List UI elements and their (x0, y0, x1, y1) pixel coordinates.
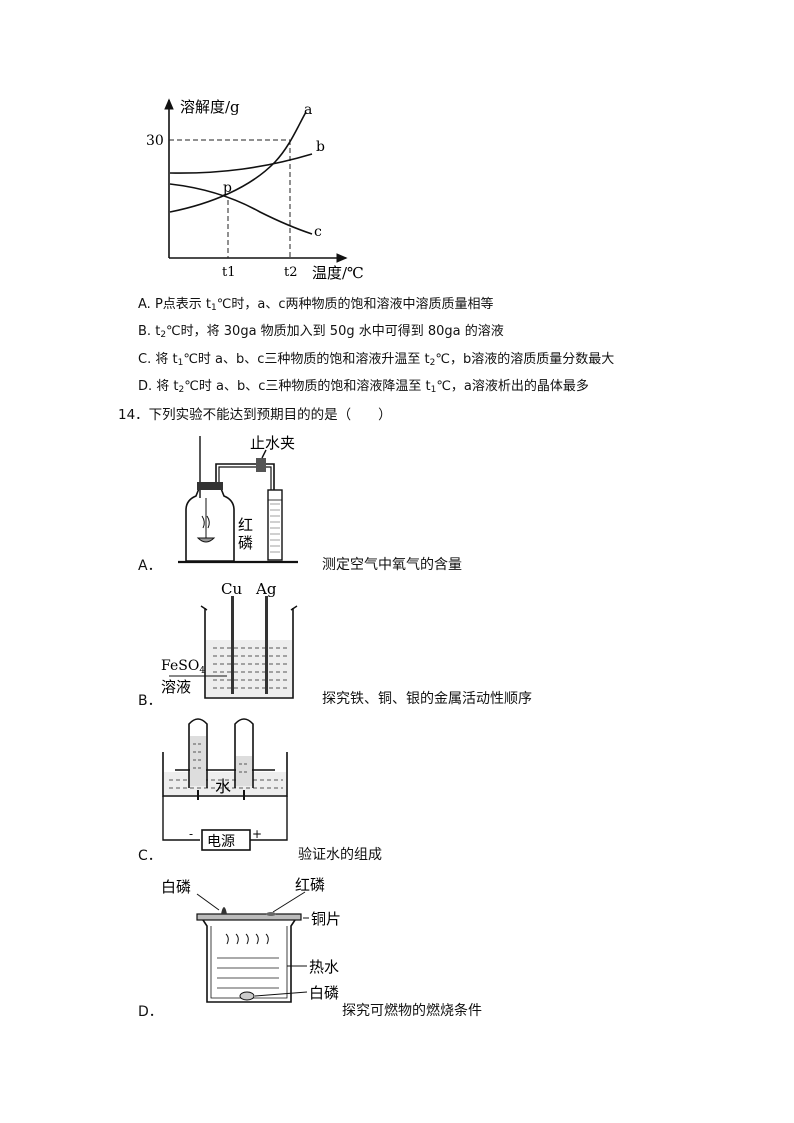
minus-label: - (189, 827, 193, 841)
white-phosphorus-top-label: 白磷 (161, 878, 191, 896)
option-14-c-caption: 验证水的组成 (298, 847, 382, 863)
x-tick-t1: t1 (222, 265, 236, 280)
y-tick-30: 30 (146, 133, 164, 149)
apparatus-a-oxygen: 止水夹 红 磷 (178, 434, 298, 564)
hot-water-label: 热水 (309, 958, 339, 976)
red-phosphorus-label-2: 磷 (238, 534, 253, 552)
series-c-label: c (314, 224, 322, 240)
clip-label: 止水夹 (250, 434, 295, 452)
ag-label: Ag (255, 580, 277, 598)
option-a: A. P点表示 t1℃时，a、c两种物质的饱和溶液中溶质质量相等 (138, 297, 494, 313)
apparatus-c-electrolysis: 水 电源 - + (162, 718, 288, 851)
apparatus-b-metal-activity: Cu Ag FeSO4 溶液 (161, 580, 298, 699)
red-phosphorus-label: 红磷 (295, 876, 325, 894)
option-14-b-letter: B． (138, 693, 162, 709)
option-14-d-letter: D． (138, 1004, 163, 1020)
option-14-c-letter: C． (138, 848, 162, 864)
series-c-curve (169, 183, 313, 235)
question-14-stem: 14．下列实验不能达到预期目的的是（ ） (118, 407, 392, 423)
x-tick-t2: t2 (284, 265, 298, 280)
x-axis-label: 温度/℃ (312, 264, 364, 282)
white-phosphorus-bottom-label: 白磷 (309, 984, 339, 1002)
series-b-curve (169, 153, 313, 174)
apparatus-d-combustion: 白磷 红磷 铜片 热水 白磷 (161, 876, 341, 1003)
copper-sheet-label: 铜片 (311, 910, 341, 928)
option-d: D. 将 t2℃时 a、b、c三种物质的饱和溶液降温至 t1℃，a溶液析出的晶体… (138, 379, 589, 395)
solubility-chart: 溶解度/g 30 p a b c t1 t2 温度/℃ (146, 98, 364, 282)
cu-label: Cu (221, 580, 242, 598)
plus-label: + (252, 827, 262, 841)
series-a-label: a (304, 102, 312, 118)
option-14-b-caption: 探究铁、铜、银的金属活动性顺序 (322, 691, 532, 707)
point-p-label: p (223, 180, 232, 196)
option-14-a-caption: 测定空气中氧气的含量 (322, 557, 462, 573)
series-b-label: b (316, 139, 325, 155)
red-phosphorus-label-1: 红 (238, 516, 253, 534)
feso4-label: FeSO4 (161, 658, 205, 676)
y-axis-label: 溶解度/g (180, 98, 240, 116)
solution-label: 溶液 (161, 678, 191, 696)
option-c: C. 将 t1℃时 a、b、c三种物质的饱和溶液升温至 t2℃，b溶液的溶质质量… (138, 352, 615, 368)
series-a-curve (169, 111, 307, 213)
water-label: 水 (215, 777, 231, 796)
power-supply-label: 电源 (207, 834, 235, 850)
option-14-d-caption: 探究可燃物的燃烧条件 (342, 1003, 482, 1019)
option-14-a-letter: A． (138, 558, 162, 574)
option-b: B. t2℃时，将 30ga 物质加入到 50g 水中可得到 80ga 的溶液 (138, 324, 504, 340)
